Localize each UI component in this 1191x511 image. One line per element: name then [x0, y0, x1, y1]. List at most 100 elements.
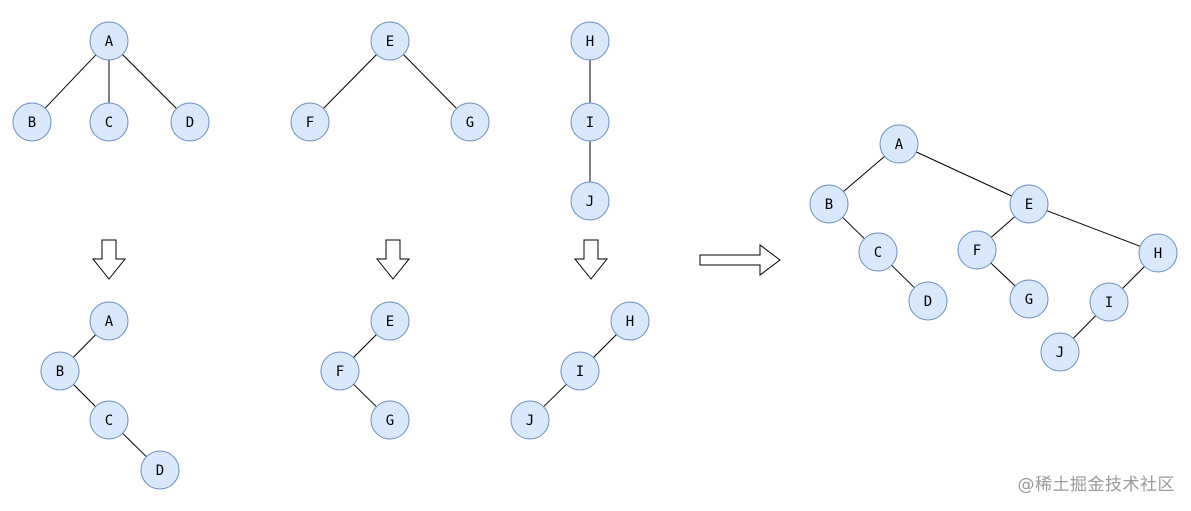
- tree3-node-label-i: I: [586, 115, 594, 131]
- binary2-node-circle-f: [320, 351, 360, 391]
- combined-node-c: C: [858, 232, 898, 272]
- binary2-node-circle-e: [370, 301, 410, 341]
- binary2-node-label-g: G: [386, 413, 394, 429]
- down-arrow-1-icon: [91, 239, 127, 280]
- binary3-node-h: H: [610, 301, 650, 341]
- tree3-node-j: J: [570, 181, 610, 221]
- binary1-node-circle-a: [89, 301, 129, 341]
- binary3-node-j: J: [510, 400, 550, 440]
- tree3-node-i: I: [570, 102, 610, 142]
- combined-node-h: H: [1138, 233, 1178, 273]
- binary1-edge-a-b: [72, 334, 97, 358]
- tree3-node-circle-h: [570, 21, 610, 61]
- arrows-layer: [91, 239, 781, 280]
- binary1-node-circle-b: [40, 351, 80, 391]
- binary3-node-circle-i: [560, 351, 600, 391]
- combined-node-circle-b: [809, 184, 849, 224]
- combined-edge-b-c: [842, 216, 865, 240]
- combined-node-a: A: [879, 124, 919, 164]
- combined-edge-i-j: [1072, 315, 1097, 339]
- tree1-node-c: C: [89, 102, 129, 142]
- tree1-node-label-d: D: [186, 115, 194, 131]
- binary2-edge-f-g: [353, 383, 377, 408]
- binary3-node-label-i: I: [576, 364, 584, 380]
- combined-node-label-d: D: [924, 294, 932, 310]
- tree2-node-circle-e: [370, 21, 410, 61]
- binary3-node-label-j: J: [526, 413, 534, 429]
- tree1-node-circle-b: [12, 102, 52, 142]
- right-arrow-icon: [699, 244, 781, 276]
- tree3-node-circle-j: [570, 181, 610, 221]
- tree1-node-label-b: B: [28, 115, 36, 131]
- tree2-node-circle-g: [450, 102, 490, 142]
- tree1-node-circle-c: [89, 102, 129, 142]
- combined-edge-a-b: [843, 156, 885, 192]
- edges-layer: [44, 54, 1145, 458]
- binary2-node-f: F: [320, 351, 360, 391]
- tree2-node-e: E: [370, 21, 410, 61]
- combined-node-label-f: F: [973, 243, 981, 259]
- combined-node-label-c: C: [874, 245, 882, 261]
- binary2-edge-e-f: [353, 334, 377, 358]
- combined-node-circle-f: [957, 230, 997, 270]
- binary2-node-label-f: F: [336, 364, 344, 380]
- combined-node-circle-a: [879, 124, 919, 164]
- tree1-node-b: B: [12, 102, 52, 142]
- binary1-node-c: C: [89, 400, 129, 440]
- tree1-node-d: D: [170, 102, 210, 142]
- combined-node-circle-g: [1009, 279, 1049, 319]
- combined-edge-c-d: [891, 264, 915, 289]
- combined-node-circle-c: [858, 232, 898, 272]
- binary1-node-d: D: [140, 450, 180, 490]
- combined-edge-e-f: [990, 216, 1016, 238]
- combined-node-e: E: [1009, 184, 1049, 224]
- tree1-node-circle-d: [170, 102, 210, 142]
- binary3-edge-i-j: [543, 383, 567, 408]
- binary1-edge-c-d: [122, 432, 147, 458]
- combined-node-circle-e: [1009, 184, 1049, 224]
- tree1-node-label-a: A: [105, 34, 114, 50]
- tree2-node-g: G: [450, 102, 490, 142]
- binary1-node-label-b: B: [56, 364, 64, 380]
- combined-node-circle-i: [1089, 282, 1129, 322]
- combined-edge-a-e: [916, 151, 1012, 197]
- combined-node-label-j: J: [1056, 345, 1064, 361]
- combined-edge-e-h: [1046, 210, 1141, 247]
- tree2-node-circle-f: [290, 102, 330, 142]
- combined-node-i: I: [1089, 282, 1129, 322]
- combined-node-label-g: G: [1025, 292, 1033, 308]
- binary1-node-b: B: [40, 351, 80, 391]
- combined-edge-h-i: [1122, 266, 1145, 289]
- tree1-node-label-c: C: [105, 115, 113, 131]
- binary3-node-circle-j: [510, 400, 550, 440]
- combined-node-f: F: [957, 230, 997, 270]
- combined-node-label-b: B: [825, 197, 833, 213]
- tree3-node-circle-i: [570, 102, 610, 142]
- binary2-node-e: E: [370, 301, 410, 341]
- binary3-node-label-h: H: [626, 314, 634, 330]
- binary2-node-label-e: E: [386, 314, 394, 330]
- tree2-node-label-f: F: [306, 115, 314, 131]
- combined-node-label-e: E: [1025, 197, 1033, 213]
- tree3-node-label-j: J: [586, 194, 594, 210]
- combined-node-j: J: [1040, 332, 1080, 372]
- binary2-node-g: G: [370, 400, 410, 440]
- combined-node-label-a: A: [895, 137, 904, 153]
- tree2-node-label-e: E: [386, 34, 394, 50]
- combined-node-circle-h: [1138, 233, 1178, 273]
- tree2-node-f: F: [290, 102, 330, 142]
- combined-node-d: D: [908, 281, 948, 321]
- combined-edge-f-g: [990, 262, 1016, 287]
- down-arrow-3-icon: [573, 239, 609, 280]
- binary1-node-label-c: C: [105, 413, 113, 429]
- combined-node-circle-j: [1040, 332, 1080, 372]
- combined-node-label-i: I: [1105, 295, 1113, 311]
- tree2-edge-e-f: [323, 54, 377, 109]
- combined-node-g: G: [1009, 279, 1049, 319]
- watermark-text: @稀土掘金技术社区: [1017, 475, 1175, 495]
- tree1-edge-a-b: [44, 54, 97, 109]
- binary1-node-label-a: A: [105, 314, 114, 330]
- tree2-node-label-g: G: [466, 115, 474, 131]
